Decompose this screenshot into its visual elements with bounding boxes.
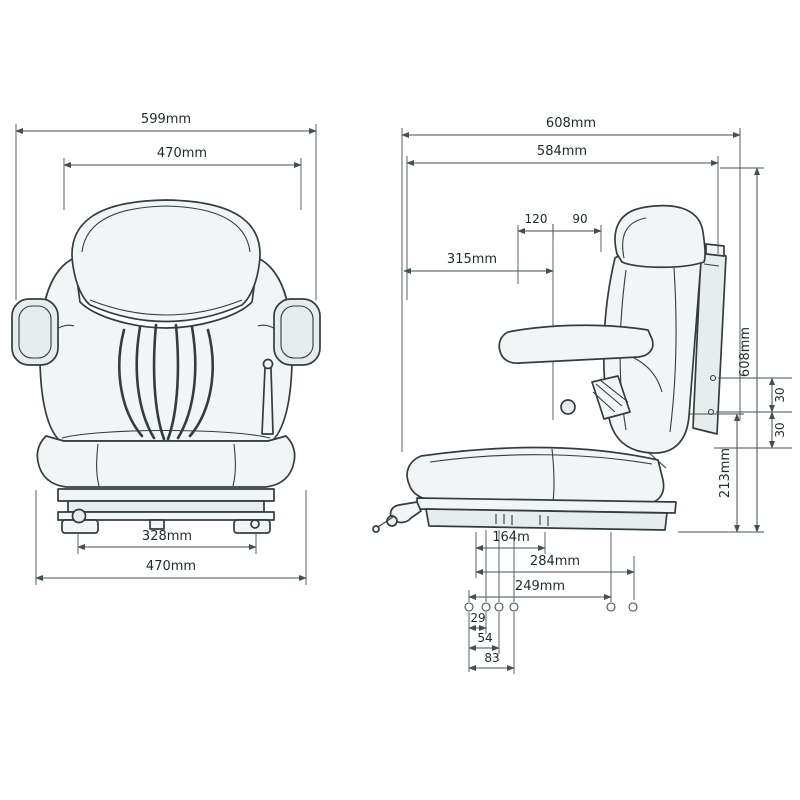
side-armrest-support (633, 357, 663, 393)
front-base-width-label: 470mm (146, 559, 196, 574)
front-seat-cushion (36, 435, 296, 488)
side-belt-guide-hatch (599, 379, 629, 403)
mount-hole (494, 602, 504, 612)
side-lever (377, 516, 394, 528)
side-seat-cushion (406, 446, 665, 505)
mount-hole (481, 602, 491, 612)
side-armrest (498, 324, 654, 365)
front-base-plate (57, 488, 275, 502)
side-belt-guide-hatch (595, 383, 623, 407)
front-view (11, 199, 321, 534)
side-lever-tip (372, 525, 380, 533)
side-adjust-upper-label: 30 (773, 387, 787, 402)
side-backrest-stitch-rear (669, 267, 677, 433)
front-rib-5 (176, 325, 197, 440)
front-rib-4 (166, 323, 180, 441)
side-offset-120-label: 120 (525, 212, 548, 226)
side-backrest-to-front-label: 315mm (447, 252, 497, 267)
front-headrest-stitch-bottom (89, 299, 243, 316)
front-rail-spacing-label: 328mm (142, 529, 192, 544)
side-panel-hinge-upper (709, 374, 717, 382)
front-overall-width-label: 599mm (141, 112, 191, 127)
side-view (372, 204, 727, 533)
mount-hole (464, 602, 474, 612)
side-belt-guide-hatch (592, 391, 616, 413)
side-cushion-seam (551, 448, 555, 503)
side-upper-depth-label: 584mm (537, 144, 587, 159)
side-dimensions: 608mm 584mm 120 90 315mm 608mm 30 30 213… (401, 116, 792, 674)
front-base-clip (149, 519, 165, 530)
side-rear-panel-line (703, 263, 720, 267)
front-base-mid (67, 500, 265, 513)
side-headrest-stitch (622, 217, 647, 259)
side-mount-b-label: 284mm (530, 554, 580, 569)
side-mount-c-label: 249mm (515, 579, 565, 594)
side-adjust-lower-label: 30 (773, 422, 787, 437)
side-panel-hinge-lower (707, 408, 715, 416)
front-armrest-right-pad (280, 305, 314, 359)
side-cushion-stitch (429, 454, 653, 465)
side-overall-height-label: 608mm (738, 327, 753, 377)
side-mount-a-label: 164m (492, 530, 529, 545)
front-backrest-seam (61, 429, 271, 439)
mount-hole (606, 602, 616, 612)
side-base-height-label: 213mm (718, 448, 733, 498)
front-dimensions: 599mm 470mm 328mm 470mm (15, 112, 317, 585)
front-rib-6 (188, 328, 214, 438)
side-pivot-ball (560, 399, 576, 415)
front-cushion-seam-left (96, 443, 100, 487)
front-base-knob-small (250, 519, 260, 529)
mount-hole (509, 602, 519, 612)
mount-hole (628, 602, 638, 612)
front-rib-1 (118, 328, 144, 438)
side-headrest (614, 204, 706, 269)
front-base-knob (71, 508, 87, 524)
front-cushion-seam-right (232, 443, 236, 487)
side-offset-90-label: 90 (572, 212, 587, 226)
front-rib-2 (135, 325, 156, 440)
side-hole-c-label: 83 (484, 651, 499, 665)
front-headrest-stitch-top (81, 205, 251, 253)
side-base-body (425, 508, 668, 531)
front-backrest-width-label: 470mm (157, 146, 207, 161)
front-rib-3 (152, 323, 166, 441)
side-belt-guide (591, 375, 631, 420)
side-hole-a-label: 29 (470, 611, 485, 625)
side-rear-panel-tab (705, 243, 725, 257)
side-hole-b-label: 54 (477, 631, 492, 645)
front-lever-knob (262, 358, 274, 370)
front-base-rail (57, 511, 275, 521)
side-overall-depth-label: 608mm (546, 116, 596, 131)
front-armrest-left-pad (18, 305, 52, 359)
front-armrest-right (273, 298, 321, 366)
front-armrest-left (11, 298, 59, 366)
front-headrest (71, 199, 261, 323)
